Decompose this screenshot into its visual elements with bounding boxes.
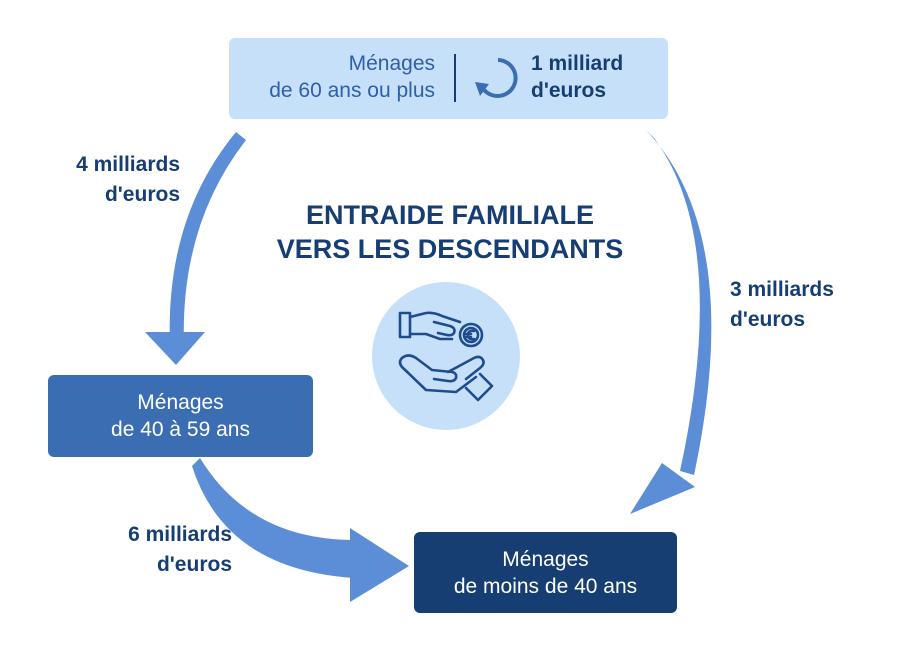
node-under-40: Ménages de moins de 40 ans (414, 532, 677, 613)
arrow-top-to-bottom (646, 130, 712, 475)
arrow-top-to-middle (169, 132, 246, 345)
flow-amount-middle-to-bottom-line1: 6 milliards (128, 523, 232, 546)
node-60-plus-amount-line1: 1 milliard (531, 52, 624, 75)
node-40-59: Ménages de 40 à 59 ans (48, 375, 313, 457)
diagram-title-line2: VERS LES DESCENDANTS (276, 234, 624, 264)
flow-amount-top-to-bottom-line1: 3 milliards (730, 278, 834, 301)
node-under-40-line2: de moins de 40 ans (453, 575, 638, 598)
center-icon-circle (372, 282, 520, 430)
diagram-title-line1: ENTRAIDE FAMILIALE (306, 200, 594, 230)
flow-amount-middle-to-bottom: 6 milliards d'euros (70, 520, 232, 580)
node-60-plus-line1: Ménages (348, 52, 435, 75)
flow-amount-top-to-middle: 4 milliards d'euros (20, 150, 180, 210)
node-60-plus: Ménages de 60 ans ou plus 1 milliard d'e… (229, 38, 668, 119)
arrow-middle-to-bottom-head (350, 528, 409, 602)
node-under-40-line1: Ménages (502, 548, 589, 571)
hand-giving-coin-icon (398, 311, 494, 402)
divider (454, 54, 456, 102)
cycle-arrow-icon (475, 58, 518, 98)
node-60-plus-amount: 1 milliard d'euros (531, 50, 656, 104)
flow-amount-top-to-middle-line2: d'euros (104, 183, 180, 206)
flow-amount-middle-to-bottom-line2: d'euros (156, 553, 232, 576)
node-40-59-line2: de 40 à 59 ans (111, 418, 250, 441)
diagram-title: ENTRAIDE FAMILIALE VERS LES DESCENDANTS (220, 198, 680, 266)
arrow-top-to-middle-head (145, 332, 205, 365)
arrow-middle-to-bottom (192, 458, 355, 578)
flow-amount-top-to-bottom: 3 milliards d'euros (730, 275, 870, 335)
flow-amount-top-to-middle-line1: 4 milliards (76, 153, 180, 176)
node-60-plus-line2: de 60 ans ou plus (269, 79, 435, 102)
flow-amount-top-to-bottom-line2: d'euros (730, 308, 806, 331)
node-60-plus-amount-line2: d'euros (531, 79, 607, 102)
node-40-59-line1: Ménages (137, 391, 224, 414)
arrow-top-to-bottom-head (630, 463, 695, 514)
node-60-plus-label: Ménages de 60 ans ou plus (229, 50, 435, 104)
